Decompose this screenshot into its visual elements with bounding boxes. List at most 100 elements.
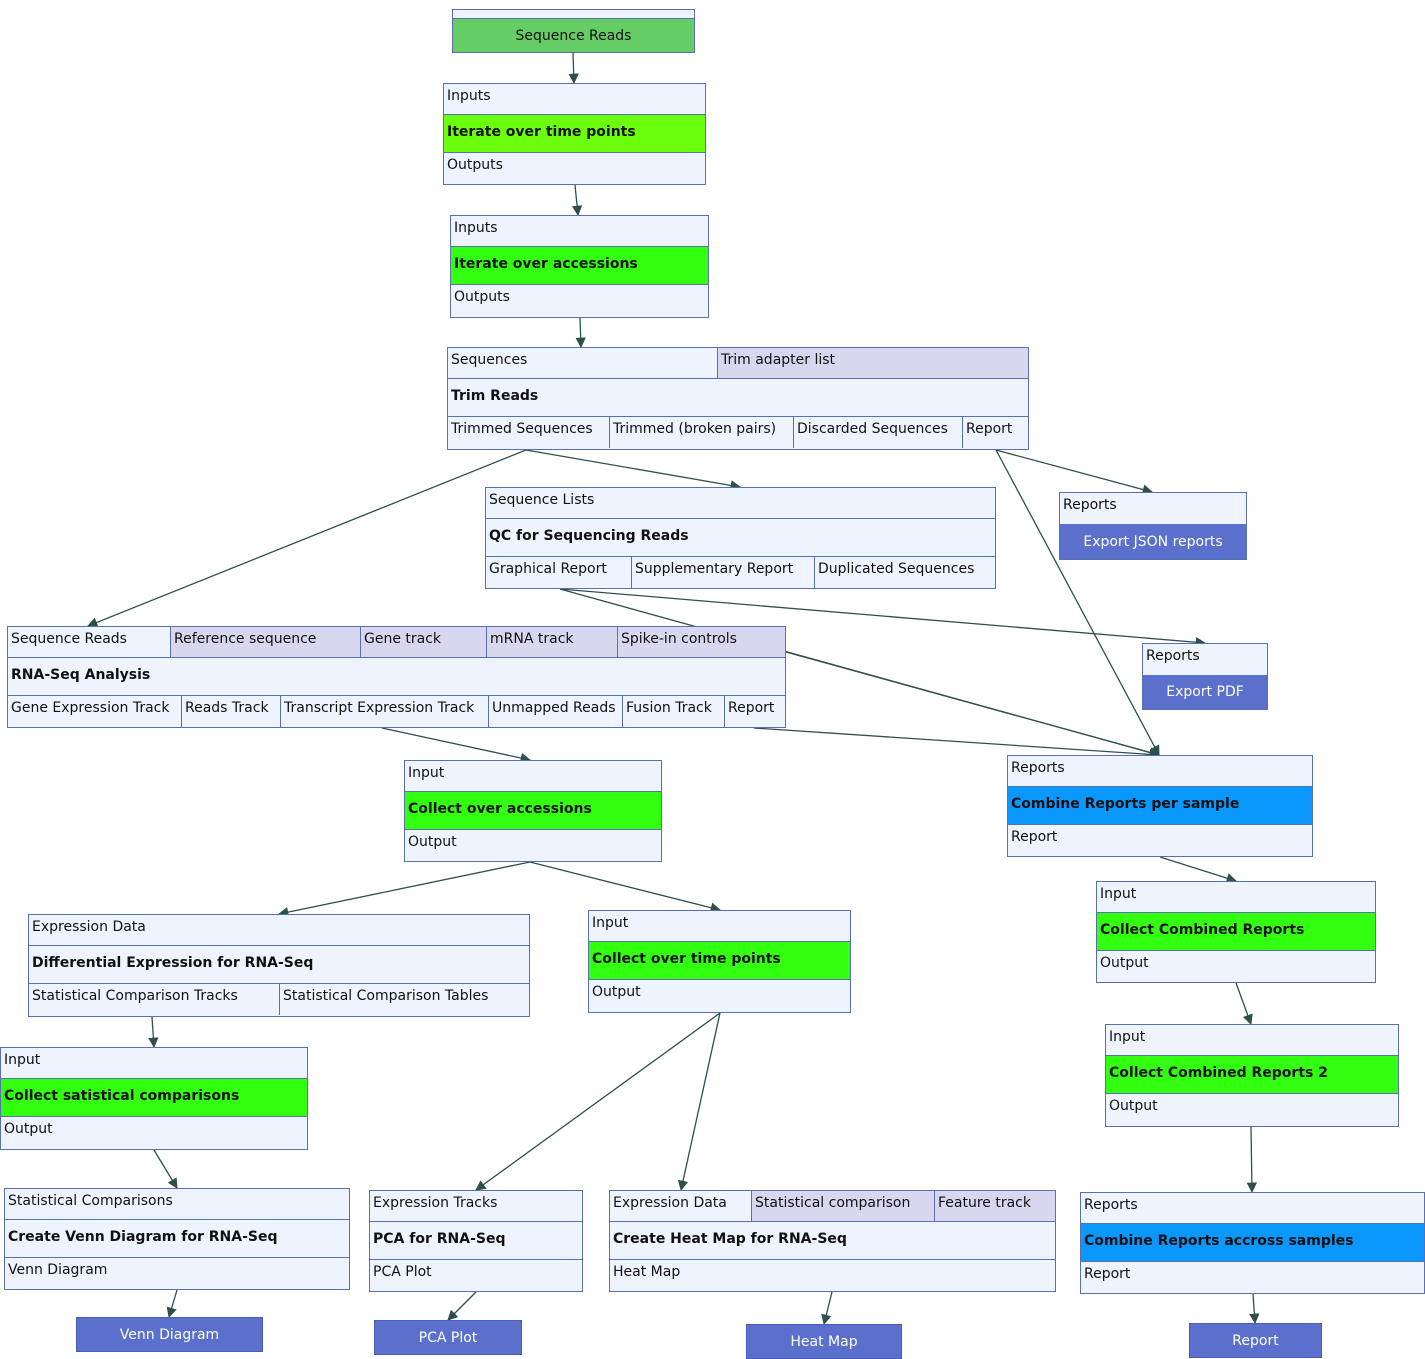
- node-title: Collect over time points: [592, 951, 781, 967]
- port-transcript-expression-track: Transcript Expression Track: [280, 696, 488, 727]
- port-gene-expression-track: Gene Expression Track: [8, 696, 181, 727]
- edge-collect-comb2-to-combine-all: [1246, 1126, 1258, 1194]
- port-duplicated-sequences: Duplicated Sequences: [814, 557, 995, 588]
- output-venn-diagram[interactable]: Venn Diagram: [76, 1317, 263, 1352]
- edge-collect-acc-to-diffexp: [277, 861, 531, 918]
- port-spike-in-controls: Spike-in controls: [617, 627, 785, 657]
- edge-collect-time-to-pca: [475, 1012, 721, 1191]
- edge-pca-to-output: [447, 1291, 477, 1321]
- rnaseq-analysis-node[interactable]: Sequence Reads Reference sequence Gene t…: [7, 626, 786, 728]
- port-report: Report: [962, 417, 1028, 448]
- port-mrna-track: mRNA track: [486, 627, 617, 657]
- collect-time-points-node[interactable]: Input Collect over time points Output: [588, 910, 851, 1013]
- edge-collect-comb-to-collect-comb2: [1235, 982, 1253, 1025]
- collect-accessions-node[interactable]: Input Collect over accessions Output: [404, 760, 662, 862]
- node-title: Iterate over time points: [447, 124, 636, 140]
- port-graphical-report: Graphical Report: [486, 557, 631, 588]
- edge-trim-report-to-combine: [995, 449, 1160, 756]
- output-pca-plot[interactable]: PCA Plot: [374, 1320, 522, 1355]
- port-discarded-sequences: Discarded Sequences: [793, 417, 962, 448]
- venn-diagram-node[interactable]: Statistical Comparisons Create Venn Diag…: [4, 1188, 350, 1290]
- node-title: Export JSON reports: [1060, 524, 1246, 559]
- port-expression-tracks: Expression Tracks: [370, 1191, 582, 1221]
- edge-heatmap-to-output: [821, 1291, 833, 1326]
- edge-rnaseq-to-collect-acc: [381, 727, 532, 764]
- edge-venn-to-output: [166, 1289, 178, 1318]
- qc-sequencing-reads-node[interactable]: Sequence Lists QC for Sequencing Reads G…: [485, 487, 996, 589]
- port-reports: Reports: [1063, 497, 1117, 513]
- heat-map-node[interactable]: Expression Data Statistical comparison F…: [609, 1190, 1056, 1292]
- node-title: Export PDF: [1143, 675, 1267, 709]
- edge-diffexp-to-collect-stat: [148, 1016, 159, 1049]
- port-statistical-comparison-tables: Statistical Comparison Tables: [279, 984, 529, 1015]
- edge-iterate-acc-to-trim: [575, 317, 586, 349]
- node-title: Iterate over accessions: [454, 256, 638, 272]
- export-json-node[interactable]: Reports Export JSON reports: [1059, 492, 1247, 560]
- port-reports: Reports: [1081, 1193, 1424, 1223]
- node-title: Collect over accessions: [408, 801, 592, 817]
- port-output: Output: [1106, 1094, 1398, 1125]
- edge-iterate-time-to-iterate-acc: [571, 184, 583, 217]
- port-inputs: Inputs: [451, 216, 708, 246]
- edge-qc-to-export-pdf: [559, 588, 1207, 648]
- port-sequence-lists: Sequence Lists: [486, 488, 995, 518]
- edge-collect-acc-to-collect-time: [529, 861, 722, 913]
- output-heat-map[interactable]: Heat Map: [746, 1324, 902, 1359]
- iterate-accessions-node[interactable]: Inputs Iterate over accessions Outputs: [450, 215, 709, 318]
- port-sequence-reads: Sequence Reads: [8, 627, 170, 657]
- node-title: QC for Sequencing Reads: [489, 528, 689, 544]
- port-heat-map: Heat Map: [610, 1260, 1055, 1291]
- edge-collect-time-to-heatmap: [677, 1012, 721, 1192]
- edge-trim-report-to-export-json: [995, 449, 1154, 495]
- port-supplementary-report: Supplementary Report: [631, 557, 814, 588]
- port-output: Output: [1, 1117, 307, 1148]
- port-input: Input: [405, 761, 661, 791]
- trim-reads-node[interactable]: Sequences Trim adapter list Trim Reads T…: [447, 347, 1029, 450]
- port-trimmed-broken-pairs: Trimmed (broken pairs): [609, 417, 793, 448]
- node-title: PCA for RNA-Seq: [373, 1231, 506, 1247]
- edge-rnaseq-to-combine: [785, 651, 1161, 758]
- node-title: RNA-Seq Analysis: [11, 667, 151, 683]
- output-report[interactable]: Report: [1189, 1323, 1322, 1358]
- node-title: Trim Reads: [451, 388, 539, 404]
- edge-combine-all-to-output: [1249, 1293, 1260, 1325]
- port-trim-adapter-list: Trim adapter list: [717, 348, 1028, 378]
- port-input: Input: [1106, 1025, 1398, 1055]
- source-sequence-reads[interactable]: Sequence Reads: [452, 9, 695, 53]
- port-sequences: Sequences: [448, 348, 717, 378]
- differential-expression-node[interactable]: Expression Data Differential Expression …: [28, 914, 530, 1017]
- pca-node[interactable]: Expression Tracks PCA for RNA-Seq PCA Pl…: [369, 1190, 583, 1292]
- port-reports: Reports: [1146, 648, 1200, 664]
- edge-rnaseq-report-to-combine: [753, 727, 1161, 760]
- port-output: Output: [589, 980, 850, 1011]
- port-report: Report: [1081, 1262, 1424, 1293]
- collect-combined-reports-2-node[interactable]: Input Collect Combined Reports 2 Output: [1105, 1024, 1399, 1127]
- port-pca-plot: PCA Plot: [370, 1260, 582, 1291]
- combine-reports-per-sample-node[interactable]: Reports Combine Reports per sample Repor…: [1007, 755, 1313, 857]
- port-expression-data: Expression Data: [29, 915, 529, 945]
- port-output: Output: [1097, 951, 1375, 982]
- port-outputs: Outputs: [444, 153, 705, 184]
- port-statistical-comparisons: Statistical Comparisons: [5, 1189, 349, 1219]
- collect-combined-reports-node[interactable]: Input Collect Combined Reports Output: [1096, 881, 1376, 983]
- port-inputs: Inputs: [444, 84, 705, 114]
- port-expression-data: Expression Data: [610, 1191, 751, 1221]
- port-input: Input: [1, 1048, 307, 1078]
- port-statistical-comparison: Statistical comparison: [751, 1191, 934, 1221]
- port-fusion-track: Fusion Track: [622, 696, 724, 727]
- export-pdf-node[interactable]: Reports Export PDF: [1142, 643, 1268, 710]
- node-title: Collect Combined Reports: [1100, 922, 1305, 938]
- port-trimmed-sequences: Trimmed Sequences: [448, 417, 609, 448]
- port-reads-track: Reads Track: [181, 696, 280, 727]
- edge-combine-to-collect-comb: [1159, 856, 1237, 884]
- collect-statistical-comparisons-node[interactable]: Input Collect satistical comparisons Out…: [0, 1047, 308, 1150]
- edge-trim-to-rnaseq: [87, 449, 527, 628]
- port-reports: Reports: [1008, 756, 1312, 786]
- source-label: Sequence Reads: [453, 18, 694, 52]
- node-title: Collect Combined Reports 2: [1109, 1065, 1328, 1081]
- node-title: Combine Reports accross samples: [1084, 1233, 1354, 1249]
- combine-reports-across-samples-node[interactable]: Reports Combine Reports accross samples …: [1080, 1192, 1425, 1294]
- iterate-time-points-node[interactable]: Inputs Iterate over time points Outputs: [443, 83, 706, 185]
- edge-source-to-iterate-time: [568, 52, 579, 85]
